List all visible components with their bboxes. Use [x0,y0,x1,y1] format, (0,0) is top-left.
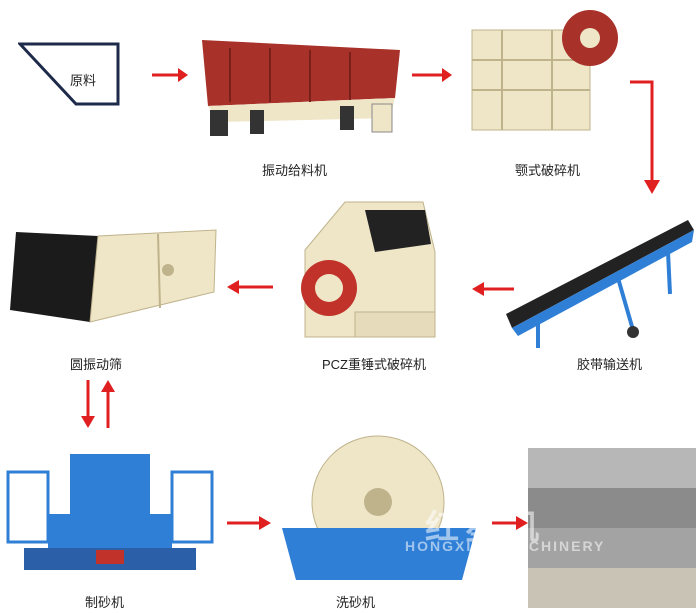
arrow-screen-to-sand-maker [81,380,95,428]
arrow-jaw-to-conveyor [630,80,660,194]
hopper-shape [16,42,120,106]
step-label-pcz-crusher: PCZ重锤式破碎机 [322,357,427,372]
watermark: 红星机 HONGXING MACHINERY [285,500,675,560]
step-label-sand-maker: 制砂机 [85,595,125,610]
belt-conveyor-image [498,212,696,352]
step-label-circular-screen: 圆振动筛 [70,357,123,372]
arrow-pcz-to-screen [227,280,273,294]
arrow-conveyor-to-pcz [472,282,514,296]
arrow-raw-to-feeder [152,68,188,82]
watermark-line1: 红星机 [425,509,545,547]
sand-maker-image [4,448,216,580]
step-label-sand-washer: 洗砂机 [336,595,376,610]
arrow-sand-maker-to-washer [227,516,271,530]
sand-washer-image [276,430,481,585]
raw-material-label: 原料 [70,73,97,88]
arrow-sand-maker-to-screen [101,380,115,428]
vibrating-feeder-image [190,18,410,138]
circular-screen-image [8,222,220,327]
finished-sand-image [528,448,696,608]
step-label-belt-conveyor: 胶带输送机 [577,357,643,372]
arrow-washer-to-sand [492,516,528,530]
step-label-vibrating-feeder: 振动给料机 [262,163,328,178]
arrow-feeder-to-jaw [412,68,452,82]
step-label-jaw-crusher: 颚式破碎机 [515,163,581,178]
raw-material-hopper: 原料 [16,38,123,110]
pcz-crusher-image [295,192,445,344]
jaw-crusher-image [462,2,622,137]
watermark-line2: HONGXING MACHINERY [405,538,606,554]
